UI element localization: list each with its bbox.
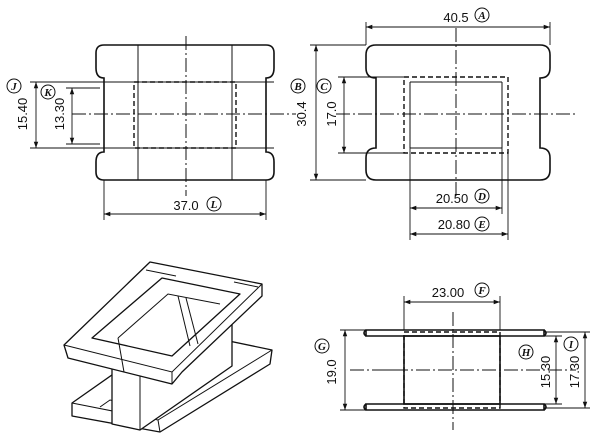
top-left-view: 15.40 J 13.30 K 37.0 L bbox=[6, 36, 296, 220]
dim-inner-height: 13.30 bbox=[52, 98, 67, 131]
top-right-view: 40.5 A 30.4 B 17.0 C 20.50 D bbox=[290, 7, 576, 240]
tag-i: I bbox=[563, 336, 579, 352]
side-bottom-flange bbox=[365, 403, 545, 411]
tag-e: E bbox=[474, 216, 490, 232]
dim-outer-height: 15.40 bbox=[15, 98, 30, 131]
top-left-outline bbox=[95, 44, 275, 181]
tag-a: A bbox=[474, 7, 490, 23]
svg-text:A: A bbox=[477, 10, 485, 22]
svg-text:F: F bbox=[477, 285, 486, 297]
dim-inner-width-2: 20.80 bbox=[438, 217, 471, 232]
isometric-view bbox=[63, 261, 273, 433]
tag-h: H bbox=[518, 344, 534, 360]
top-left-hidden-window bbox=[133, 81, 237, 149]
tag-g: G bbox=[314, 338, 330, 354]
dim-inner-width-1: 20.50 bbox=[436, 191, 469, 206]
side-top-flange bbox=[365, 329, 545, 337]
tag-l: L bbox=[206, 196, 222, 212]
svg-text:D: D bbox=[477, 191, 486, 203]
dim-overall-height: 30.4 bbox=[294, 101, 309, 126]
svg-text:I: I bbox=[568, 339, 574, 351]
svg-text:C: C bbox=[320, 81, 328, 93]
svg-text:G: G bbox=[318, 341, 326, 353]
dim-side-inner-height: 15.30 bbox=[538, 356, 553, 389]
tag-k: K bbox=[40, 84, 56, 100]
svg-text:J: J bbox=[10, 81, 17, 93]
svg-text:K: K bbox=[43, 87, 52, 99]
dim-side-outer-height: 17.30 bbox=[567, 356, 582, 389]
svg-text:B: B bbox=[293, 81, 301, 93]
svg-text:E: E bbox=[477, 219, 485, 231]
dim-side-height: 19.0 bbox=[324, 359, 339, 384]
tag-d: D bbox=[474, 188, 490, 204]
top-right-outline bbox=[365, 44, 551, 181]
dim-inner-height-right: 17.0 bbox=[324, 101, 339, 126]
dim-overall-width: 40.5 bbox=[443, 10, 468, 25]
dim-width: 37.0 bbox=[173, 198, 198, 213]
tag-c: C bbox=[316, 78, 332, 94]
dim-side-width: 23.00 bbox=[432, 285, 465, 300]
tag-f: F bbox=[474, 282, 490, 298]
side-view: 23.00 F 19.0 G 15.30 H 17.30 I bbox=[314, 282, 590, 430]
svg-text:H: H bbox=[521, 347, 531, 359]
tag-j: J bbox=[6, 78, 22, 94]
svg-text:L: L bbox=[210, 199, 218, 211]
tag-b: B bbox=[290, 78, 306, 94]
